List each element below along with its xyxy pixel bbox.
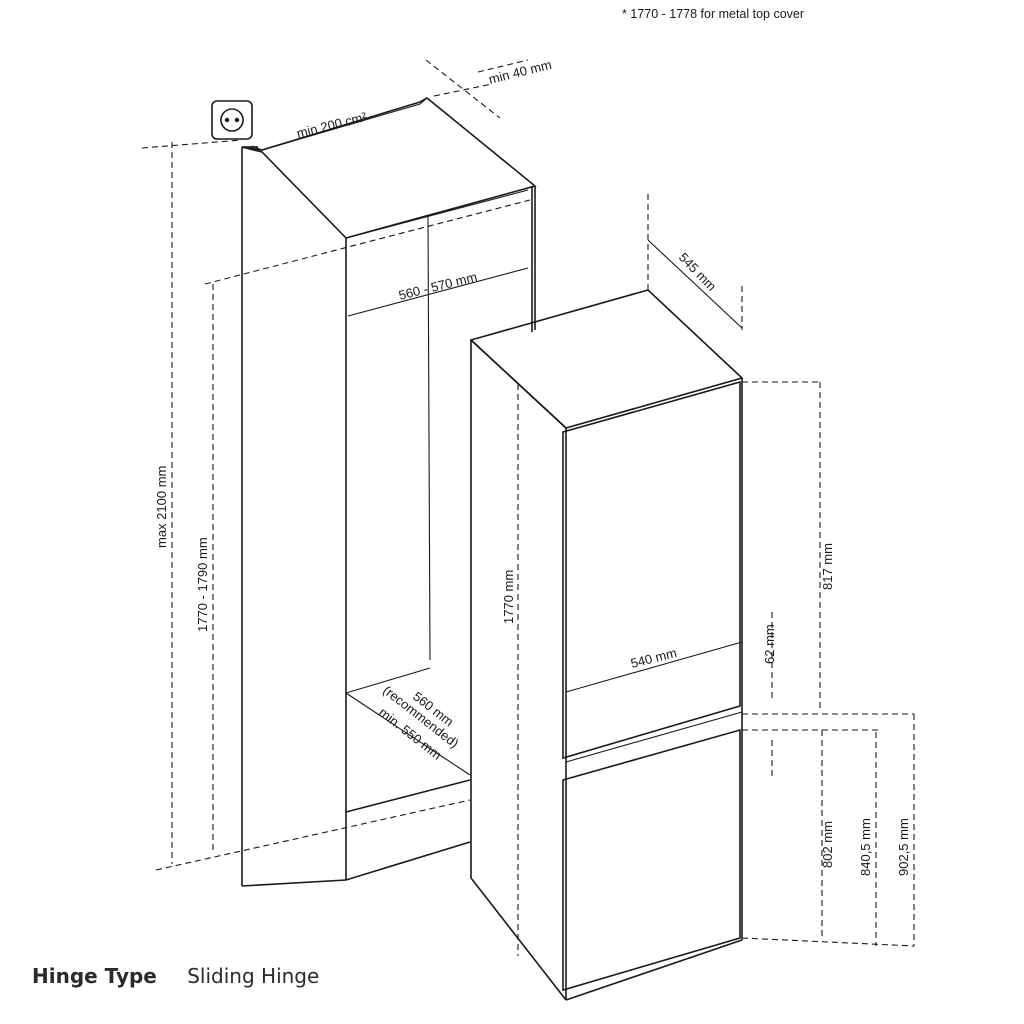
lower-door-label: 802 mm	[820, 821, 835, 868]
min-gap-rear-label: min 40 mm	[487, 57, 553, 87]
upper-door-label: 817 mm	[820, 543, 835, 590]
min-vent-area-label: min 200 cm²	[295, 109, 369, 141]
door-gap-label: 62 mm	[762, 624, 777, 664]
niche-height-label: 1770 - 1790 mm	[195, 537, 210, 632]
dimension-lines	[141, 59, 915, 956]
max-height-label: max 2100 mm	[154, 466, 169, 548]
lower-840-label: 840,5 mm	[858, 818, 873, 876]
appliance-height-label: 1770 mm	[501, 570, 516, 624]
fridge-appliance	[469, 289, 744, 1001]
power-socket-icon	[211, 100, 253, 140]
cabinet-niche	[241, 97, 537, 887]
hinge-type-row: Hinge Type Sliding Hinge	[32, 964, 319, 988]
hinge-type-value: Sliding Hinge	[187, 964, 320, 988]
hinge-type-key: Hinge Type	[32, 964, 157, 988]
lower-902-label: 902,5 mm	[896, 818, 911, 876]
niche-width-label: 560 - 570 mm	[397, 269, 478, 303]
top-note: * 1770 - 1778 for metal top cover	[622, 7, 804, 21]
